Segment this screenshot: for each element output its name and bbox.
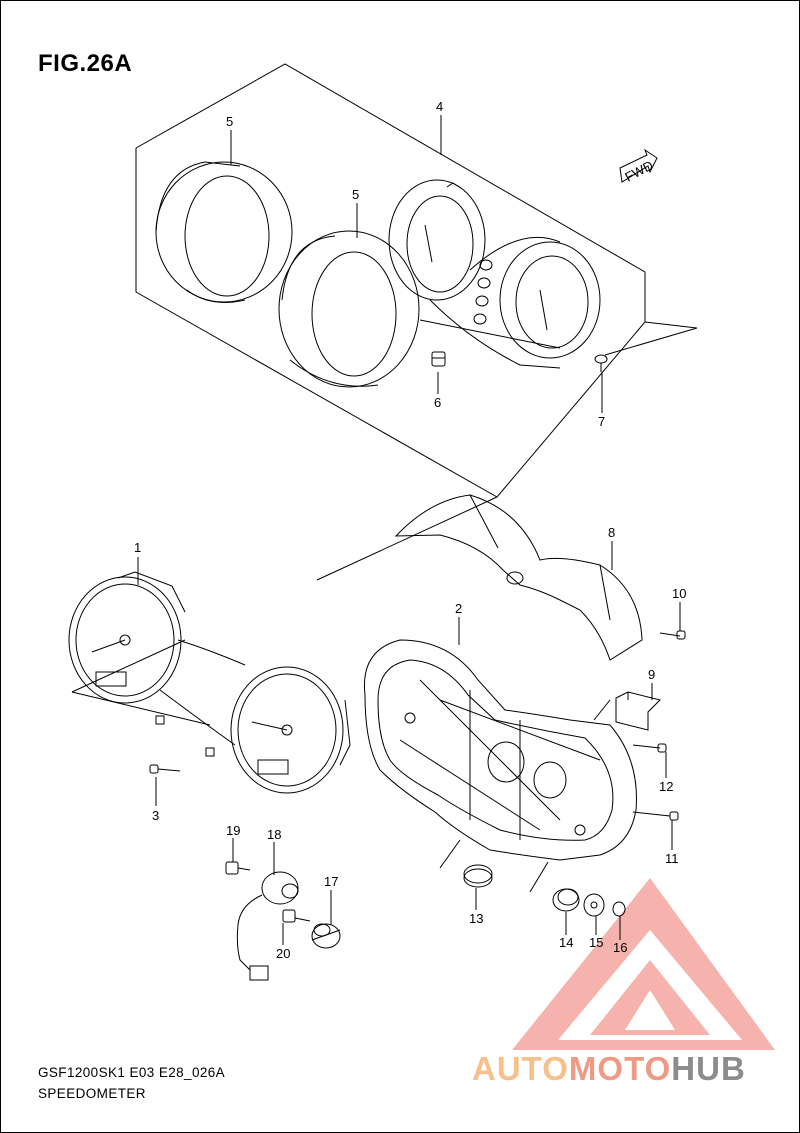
- callout-20: 20: [276, 946, 290, 961]
- assembly-box-outline: [135, 63, 646, 498]
- fwd-arrow-icon: [619, 148, 658, 183]
- watermark-part-hub: HUB: [671, 1050, 746, 1087]
- nut-part-16: [612, 901, 626, 917]
- callout-9: 9: [648, 667, 655, 682]
- watermark-triangle-icon: [512, 878, 775, 1050]
- callout-6: 6: [434, 395, 441, 410]
- screw-part-3: [149, 764, 181, 774]
- callout-5-right: 5: [352, 187, 359, 202]
- callout-16: 16: [613, 940, 627, 955]
- callout-1: 1: [134, 540, 141, 555]
- bulb-part-17: [311, 923, 341, 949]
- upper-cover: [394, 494, 643, 661]
- callout-3: 3: [152, 808, 159, 823]
- callout-14: 14: [559, 935, 573, 950]
- callout-4: 4: [436, 99, 443, 114]
- meter-unit: [68, 571, 351, 794]
- grommet-part-14: [552, 888, 580, 912]
- screw-part-11: [632, 811, 679, 821]
- small-block-part: [615, 691, 661, 731]
- callout-13: 13: [469, 911, 483, 926]
- callout-19: 19: [226, 823, 240, 838]
- washer-part-15: [583, 893, 605, 917]
- figure-title: FIG.26A: [38, 50, 133, 77]
- callout-7: 7: [598, 414, 605, 429]
- bolt-part-20: [282, 909, 311, 923]
- callout-17: 17: [324, 874, 338, 889]
- fwd-label: FWD: [622, 157, 655, 184]
- callout-8: 8: [608, 525, 615, 540]
- callout-2: 2: [455, 601, 462, 616]
- bezel-ring-left: [155, 161, 293, 303]
- meter-assembly-housing: [388, 179, 601, 369]
- callout-5-left: 5: [226, 114, 233, 129]
- screw-part-10: [659, 630, 686, 640]
- callout-10: 10: [672, 586, 686, 601]
- watermark-part-moto: MOTO: [568, 1050, 672, 1087]
- section-name: SPEEDOMETER: [38, 1086, 146, 1101]
- callout-12: 12: [659, 779, 673, 794]
- socket-harness: [236, 871, 299, 981]
- grommet-part-13: [439, 839, 493, 888]
- screw-part-7: [594, 354, 608, 372]
- callout-11: 11: [665, 851, 679, 866]
- watermark-part-auto: AUTO: [472, 1050, 569, 1087]
- small-clip-part: [431, 351, 446, 367]
- lower-case: [363, 639, 637, 861]
- callout-15: 15: [589, 935, 603, 950]
- screw-part-12: [632, 743, 667, 753]
- bezel-ring-right: [278, 230, 420, 388]
- watermark-logo: AUTOMOTOHUB: [472, 1050, 746, 1088]
- bolt-part-19: [225, 861, 251, 875]
- model-code: GSF1200SK1 E03 E28_026A: [38, 1065, 226, 1080]
- callout-18: 18: [267, 827, 281, 842]
